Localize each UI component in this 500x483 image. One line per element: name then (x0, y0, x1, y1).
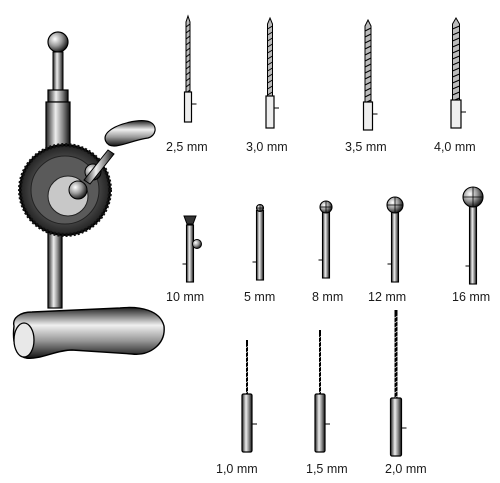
hand-drill (12, 31, 165, 359)
label-burr-12: 12 mm (368, 290, 407, 304)
burr-3 (386, 196, 404, 283)
label-fine-drill-1-0: 1,0 mm (216, 462, 258, 476)
burr-1 (252, 203, 265, 281)
label-burr-5: 5 mm (244, 290, 276, 304)
label-twist-drill-4-0: 4,0 mm (434, 140, 476, 154)
label-twist-drill-2-5: 2,5 mm (166, 140, 208, 154)
twist-drill-3 (450, 17, 466, 129)
drill-top-knob (47, 31, 69, 53)
label-fine-drill-1-5: 1,5 mm (306, 462, 348, 476)
label-burr-16: 16 mm (452, 290, 491, 304)
label-burr-8: 8 mm (312, 290, 344, 304)
drill-t-handle (12, 306, 165, 359)
label-twist-drill-3-5: 3,5 mm (345, 140, 387, 154)
drill-collar (47, 89, 69, 103)
drill-handle-end (13, 322, 35, 358)
bit-collection (182, 14, 484, 457)
drill-crank-handle (104, 120, 156, 147)
twist-drill-2 (362, 18, 378, 131)
burr-0 (182, 215, 202, 283)
burr-4 (462, 186, 484, 285)
fine-drill-0 (241, 340, 257, 453)
fine-drill-1 (314, 330, 330, 453)
label-burr-10: 10 mm (166, 290, 205, 304)
label-fine-drill-2-0: 2,0 mm (385, 462, 427, 476)
drill-wheel-hub (68, 180, 88, 200)
twist-drill-1 (265, 16, 279, 129)
drill-upper-spindle (52, 51, 64, 93)
drill-crank-arm (83, 149, 115, 185)
label-twist-drill-3-0: 3,0 mm (246, 140, 288, 154)
fine-drill-2 (389, 310, 407, 457)
burr-2 (318, 200, 333, 279)
twist-drill-0 (183, 14, 197, 123)
